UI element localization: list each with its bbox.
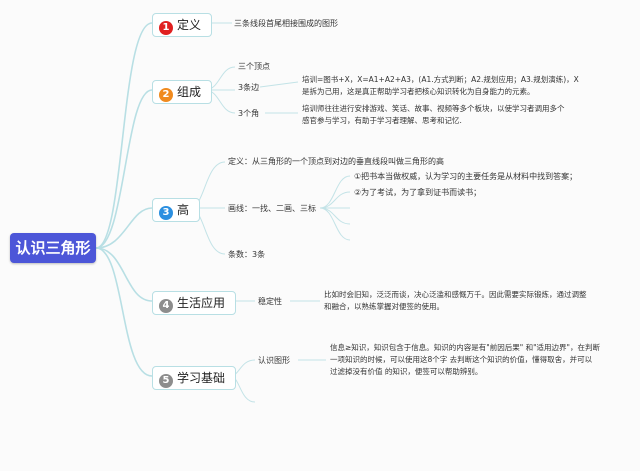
branch-life-application[interactable]: 4 生活应用: [152, 291, 237, 315]
node-sides[interactable]: 3条边: [238, 83, 260, 92]
number-badge: 4: [159, 299, 173, 313]
branch-label: 高: [177, 203, 190, 217]
sides-note[interactable]: 培训=图书+X，X=A1+A2+A3，(A1.方式判断；A2.规划应用；A3.规…: [302, 74, 602, 98]
branch-study-basis[interactable]: 5 学习基础: [152, 366, 237, 390]
number-badge: 1: [159, 21, 173, 35]
stability-note[interactable]: 比如时会旧知，泛泛而谈，决心泛滥和感慨万千。因此需要实际锻炼，通过调整 和融合，…: [324, 289, 624, 313]
branch-label: 学习基础: [177, 371, 226, 385]
height-draw-steps[interactable]: 画线：一找、二画、三标: [228, 204, 316, 213]
note-line: 感官参与学习，有助于学习者理解、思考和记忆.: [302, 116, 462, 125]
node-recognize-shapes[interactable]: 认识图形: [258, 356, 290, 365]
branch-label: 组成: [177, 85, 202, 99]
node-vertices[interactable]: 三个顶点: [238, 62, 270, 71]
angles-note[interactable]: 培训师往往进行安排游戏、笑话、故事、视频等多个板块，以使学习者调用多个 感官参与…: [302, 103, 602, 127]
note-line: 过滤掉没有价值 的知识，便签可以帮助辨别。: [330, 367, 483, 376]
node-angles[interactable]: 3个角: [238, 109, 260, 118]
definition-text[interactable]: 三条线段首尾相接围成的图形: [234, 19, 338, 28]
note-line: 一项知识的时候，可以使用这8个字 去判断这个知识的价值，懂得取舍，并可以: [330, 355, 593, 364]
height-note-2[interactable]: ②为了考试，为了拿到证书而读书；: [354, 188, 482, 197]
number-badge: 5: [159, 374, 173, 388]
branch-label: 定义: [177, 18, 202, 32]
number-badge: 3: [159, 206, 173, 220]
height-definition[interactable]: 定义：从三角形的一个顶点到对边的垂直线段叫做三角形的高: [228, 157, 444, 166]
number-badge: 2: [159, 88, 173, 102]
note-line: 信息≥知识，知识包含于信息。知识的内容是有"前因后果" 和"适用边界"，在判断: [330, 343, 600, 352]
height-count[interactable]: 条数：3条: [228, 250, 266, 259]
note-line: 是拆为己用，这是真正帮助学习者把核心知识转化为自身能力的元素。: [302, 87, 535, 96]
branch-definition[interactable]: 1 定义: [152, 13, 213, 37]
note-line: 比如时会旧知，泛泛而谈，决心泛滥和感慨万千。因此需要实际锻炼，通过调整: [324, 290, 587, 299]
central-topic[interactable]: 认识三角形: [10, 233, 96, 263]
branch-label: 生活应用: [177, 296, 226, 310]
node-stability[interactable]: 稳定性: [258, 297, 282, 306]
note-line: 和融合，以熟练掌握对便签的使用。: [324, 302, 444, 311]
note-line: 培训师往往进行安排游戏、笑话、故事、视频等多个板块，以使学习者调用多个: [302, 104, 565, 113]
recognize-note[interactable]: 信息≥知识，知识包含于信息。知识的内容是有"前因后果" 和"适用边界"，在判断 …: [330, 342, 630, 378]
height-note-1[interactable]: ①把书本当做权威，认为学习的主要任务是从材料中找到答案；: [354, 172, 578, 181]
note-line: 培训=图书+X，X=A1+A2+A3，(A1.方式判断；A2.规划应用；A3.规…: [302, 75, 579, 84]
branch-composition[interactable]: 2 组成: [152, 80, 213, 104]
